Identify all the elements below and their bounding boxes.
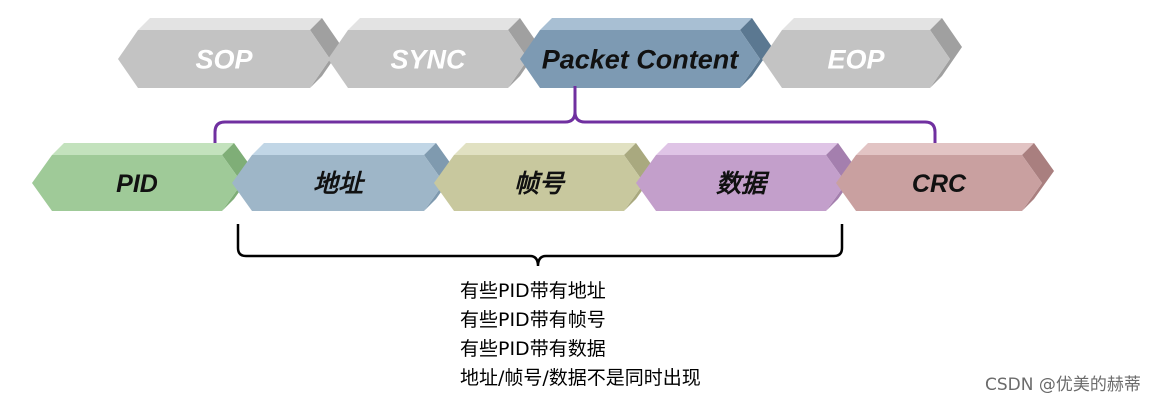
eop-front-face <box>762 30 950 88</box>
sync-side-face <box>508 18 540 88</box>
eop-label: EOP <box>827 45 885 75</box>
address-front-face <box>232 155 444 211</box>
sync-segment: SYNC <box>328 18 540 88</box>
sop-front-face <box>118 30 330 88</box>
crc-top-face <box>856 143 1034 155</box>
frame-number-segment: 帧号 <box>434 143 656 211</box>
crc-front-face <box>836 155 1042 211</box>
sop-segment: SOP <box>118 18 342 88</box>
crc-segment: CRC <box>836 143 1054 211</box>
watermark: CSDN @优美的赫蒂 <box>985 375 1141 395</box>
sync-front-face <box>328 30 528 88</box>
sync-top-face <box>348 18 520 30</box>
packet-content-top-face <box>540 18 752 30</box>
frame-number-front-face <box>434 155 644 211</box>
address-top-face <box>252 143 436 155</box>
note-line-4: 地址/帧号/数据不是同时出现 <box>460 367 701 389</box>
pid-front-face <box>32 155 242 211</box>
sync-label: SYNC <box>390 45 466 75</box>
sop-side-face <box>310 18 342 88</box>
frame-number-side-face <box>624 143 656 211</box>
eop-side-face <box>930 18 962 88</box>
packet-content-side-face <box>740 18 772 88</box>
frame-number-label: 帧号 <box>514 169 566 198</box>
address-label: 地址 <box>313 169 366 198</box>
notes-block: 有些PID带有地址 有些PID带有帧号 有些PID带有数据 地址/帧号/数据不是… <box>460 280 701 389</box>
note-line-1: 有些PID带有地址 <box>460 280 606 302</box>
crc-label: CRC <box>912 170 967 198</box>
expansion-bracket <box>213 86 937 152</box>
eop-top-face <box>782 18 942 30</box>
top-row-segments: SOP SYNC Packet Content EOP <box>118 18 962 88</box>
data-segment: 数据 <box>636 143 858 211</box>
packet-content-front-face <box>520 30 760 88</box>
data-front-face <box>636 155 846 211</box>
sop-top-face <box>138 18 322 30</box>
data-label: 数据 <box>716 169 770 198</box>
pid-label: PID <box>116 170 158 198</box>
sop-label: SOP <box>195 45 253 75</box>
curly-brace <box>236 224 844 267</box>
crc-side-face <box>1022 143 1054 211</box>
pid-segment: PID <box>32 143 254 211</box>
address-segment: 地址 <box>232 143 456 211</box>
packet-content-segment: Packet Content <box>520 18 772 88</box>
note-line-3: 有些PID带有数据 <box>460 338 606 360</box>
frame-number-top-face <box>454 143 636 155</box>
eop-segment: EOP <box>762 18 962 88</box>
packet-content-label: Packet Content <box>542 45 740 75</box>
data-top-face <box>656 143 838 155</box>
bottom-row-segments: PID 地址 帧号 数据 CRC <box>32 143 1054 211</box>
pid-top-face <box>52 143 234 155</box>
note-line-2: 有些PID带有帧号 <box>460 309 606 331</box>
